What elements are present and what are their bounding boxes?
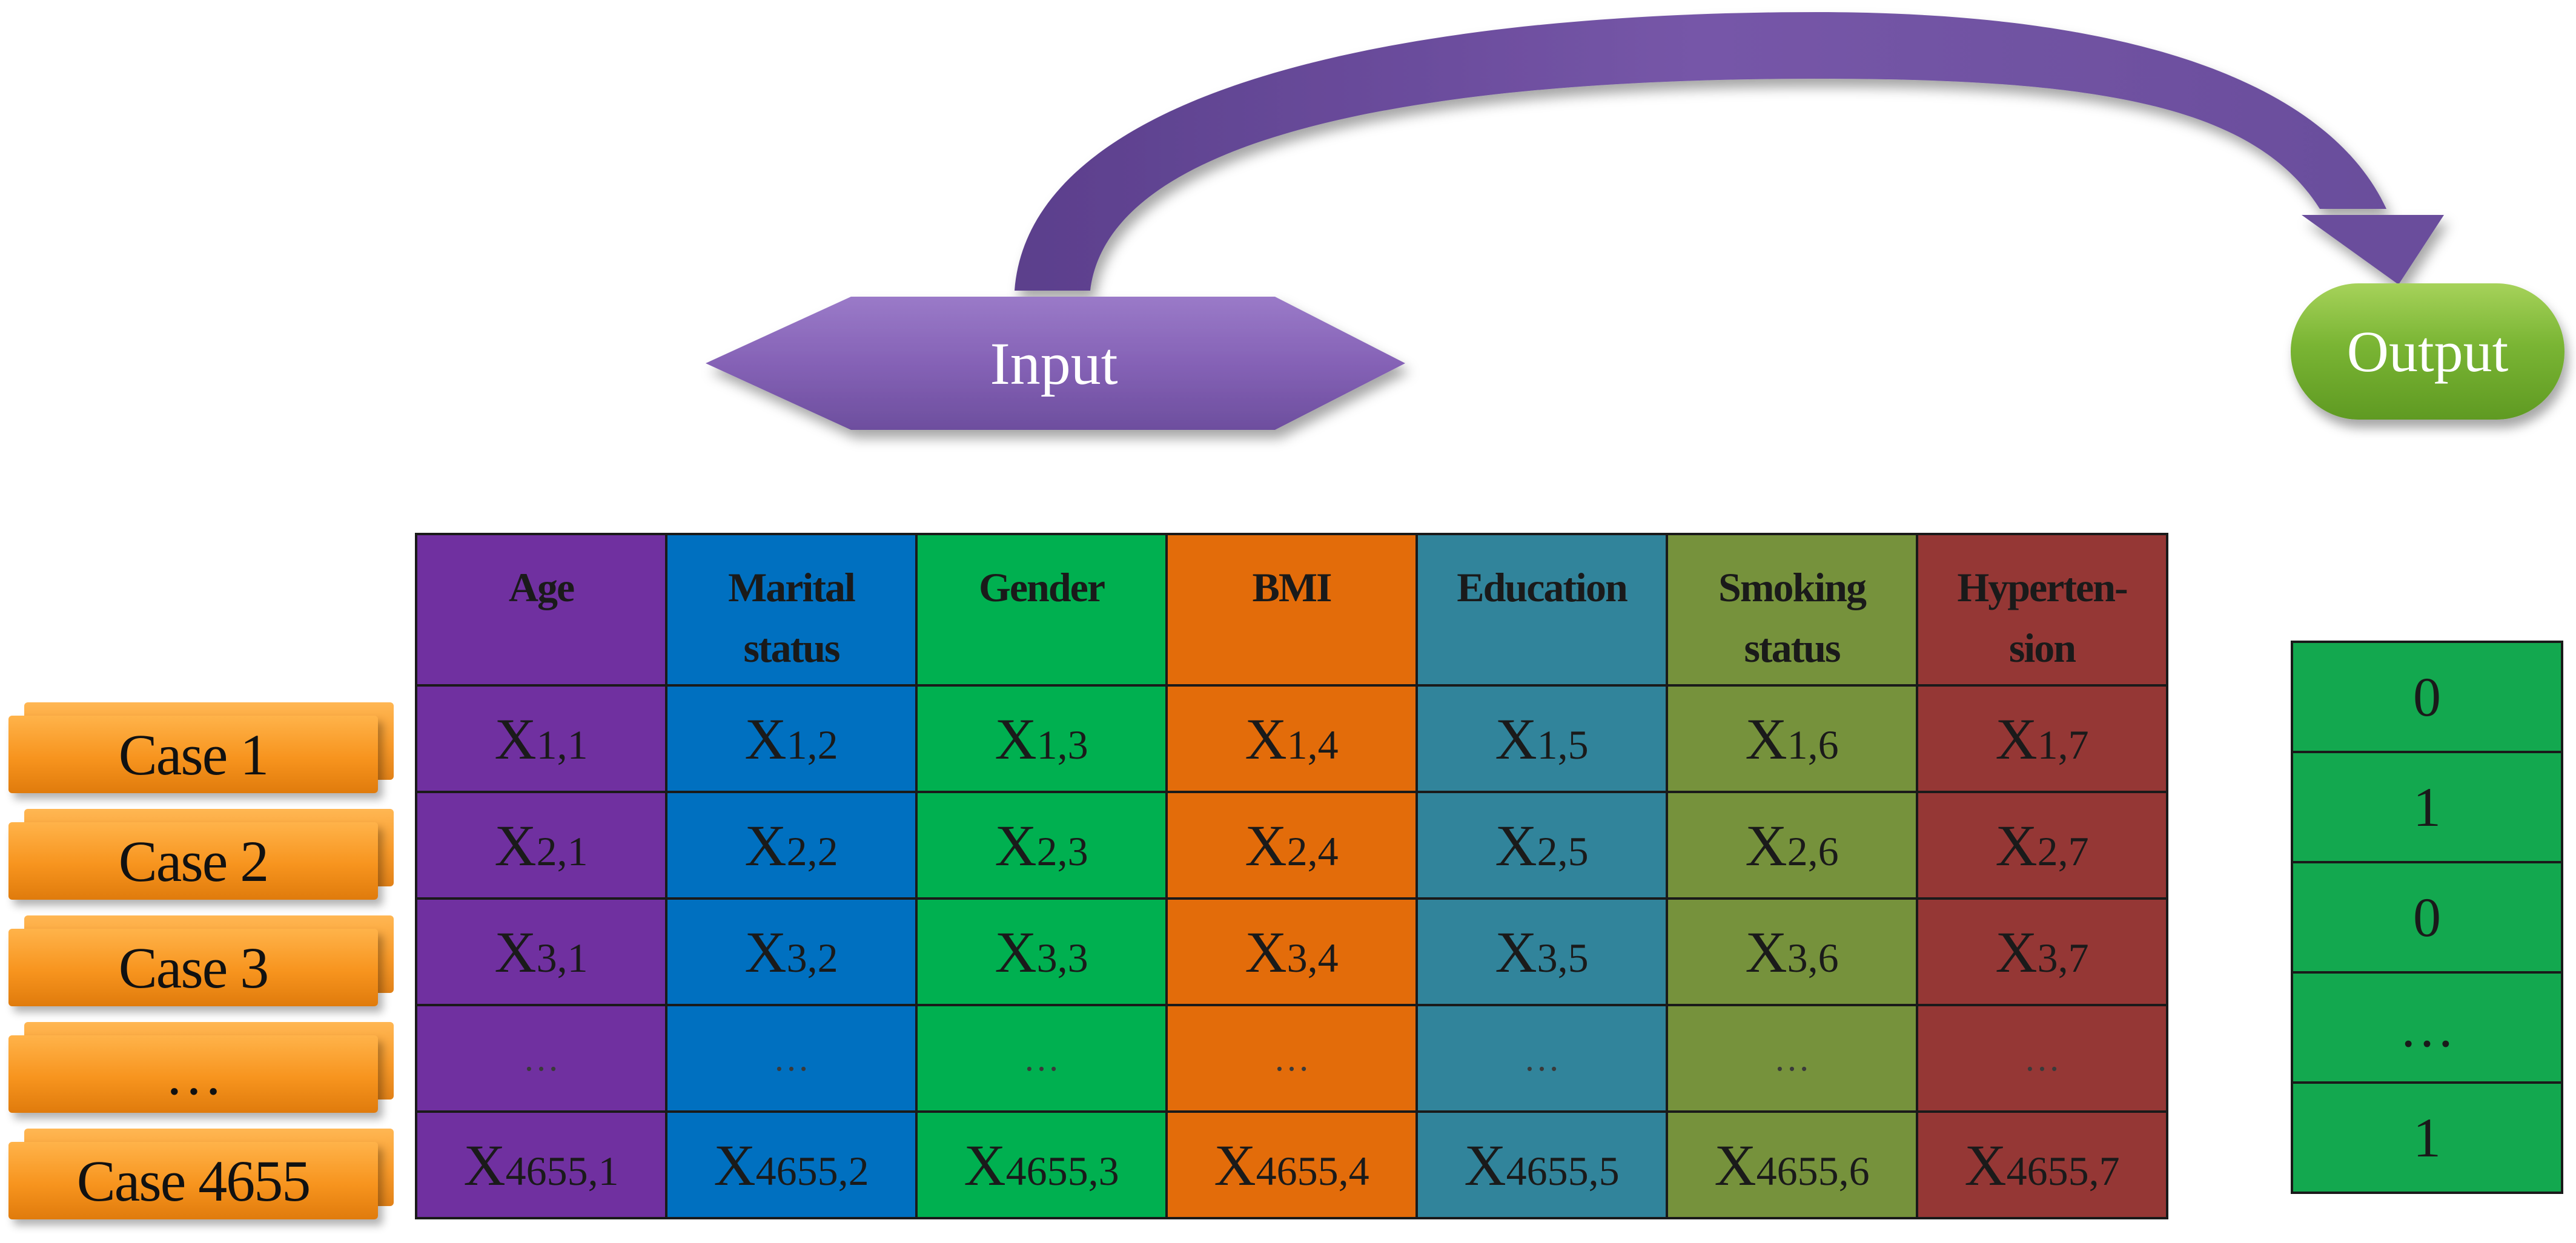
case-label: Case 4655 <box>8 1129 396 1219</box>
table-cell: … <box>1165 1004 1418 1113</box>
table-cell: X4655,5 <box>1415 1110 1668 1219</box>
table-cell: X3,6 <box>1666 897 1918 1006</box>
input-hexagon <box>706 297 1405 430</box>
table-cell: X4655,1 <box>415 1110 667 1219</box>
table-cell: X2,3 <box>915 791 1168 900</box>
output-cell: 0 <box>2291 641 2563 753</box>
table-cell: X2,1 <box>415 791 667 900</box>
table-cell: X4655,6 <box>1666 1110 1918 1219</box>
table-cell: X3,3 <box>915 897 1168 1006</box>
case-label: Case 2 <box>8 809 396 900</box>
output-cell: 1 <box>2291 751 2563 863</box>
table-cell: X3,4 <box>1165 897 1418 1006</box>
column-header: Age <box>415 533 667 687</box>
table-cell: X4655,4 <box>1165 1110 1418 1219</box>
case-label: … <box>8 1022 396 1113</box>
case-label: Case 1 <box>8 702 396 793</box>
table-cell: … <box>1666 1004 1918 1113</box>
table-cell: … <box>665 1004 918 1113</box>
table-row: X3,1 X3,2 X3,3 X3,4 X3,5 X3,6 X3,7 <box>415 897 2168 1006</box>
table-cell: X1,6 <box>1666 684 1918 793</box>
table-cell: X4655,3 <box>915 1110 1168 1219</box>
column-header: BMI <box>1165 533 1418 687</box>
output-cell: … <box>2291 971 2563 1084</box>
case-labels: Case 1 Case 2 Case 3 … Case 4655 <box>8 702 396 1229</box>
table-cell: X1,4 <box>1165 684 1418 793</box>
table-row: X4655,1 X4655,2 X4655,3 X4655,4 X4655,5 … <box>415 1110 2168 1219</box>
table-cell: X3,7 <box>1916 897 2168 1006</box>
table-row: … … … … … … … <box>415 1004 2168 1113</box>
table-cell: … <box>915 1004 1168 1113</box>
table-cell: X2,4 <box>1165 791 1418 900</box>
table-cell: … <box>415 1004 667 1113</box>
output-cell: 0 <box>2291 861 2563 974</box>
column-header: Hyperten-sion <box>1916 533 2168 687</box>
output-column: 0 1 0 … 1 <box>2291 641 2563 1194</box>
table-cell: … <box>1916 1004 2168 1113</box>
table-cell: X4655,7 <box>1916 1110 2168 1219</box>
arrow-head <box>2302 215 2444 285</box>
table-cell: X3,2 <box>665 897 918 1006</box>
table-cell: X2,6 <box>1666 791 1918 900</box>
table-cell: X1,2 <box>665 684 918 793</box>
table-cell: X1,3 <box>915 684 1168 793</box>
curved-arrow-body <box>1015 12 2386 291</box>
column-header: Gender <box>915 533 1168 687</box>
table-cell: X1,5 <box>1415 684 1668 793</box>
table-cell: X1,7 <box>1916 684 2168 793</box>
table-cell: X3,5 <box>1415 897 1668 1006</box>
table-cell: X2,7 <box>1916 791 2168 900</box>
output-cell: 1 <box>2291 1081 2563 1194</box>
table-cell: X4655,2 <box>665 1110 918 1219</box>
table-cell: X1,1 <box>415 684 667 793</box>
case-label: Case 3 <box>8 915 396 1006</box>
output-label: Output <box>2291 283 2564 420</box>
table-cell: X2,2 <box>665 791 918 900</box>
input-label: Input <box>990 329 1118 397</box>
table-cell: X3,1 <box>415 897 667 1006</box>
table-row: X1,1 X1,2 X1,3 X1,4 X1,5 X1,6 X1,7 <box>415 684 2168 793</box>
table-cell: X2,5 <box>1415 791 1668 900</box>
table-cell: … <box>1415 1004 1668 1113</box>
table-row: X2,1 X2,2 X2,3 X2,4 X2,5 X2,6 X2,7 <box>415 791 2168 900</box>
column-header: Education <box>1415 533 1668 687</box>
